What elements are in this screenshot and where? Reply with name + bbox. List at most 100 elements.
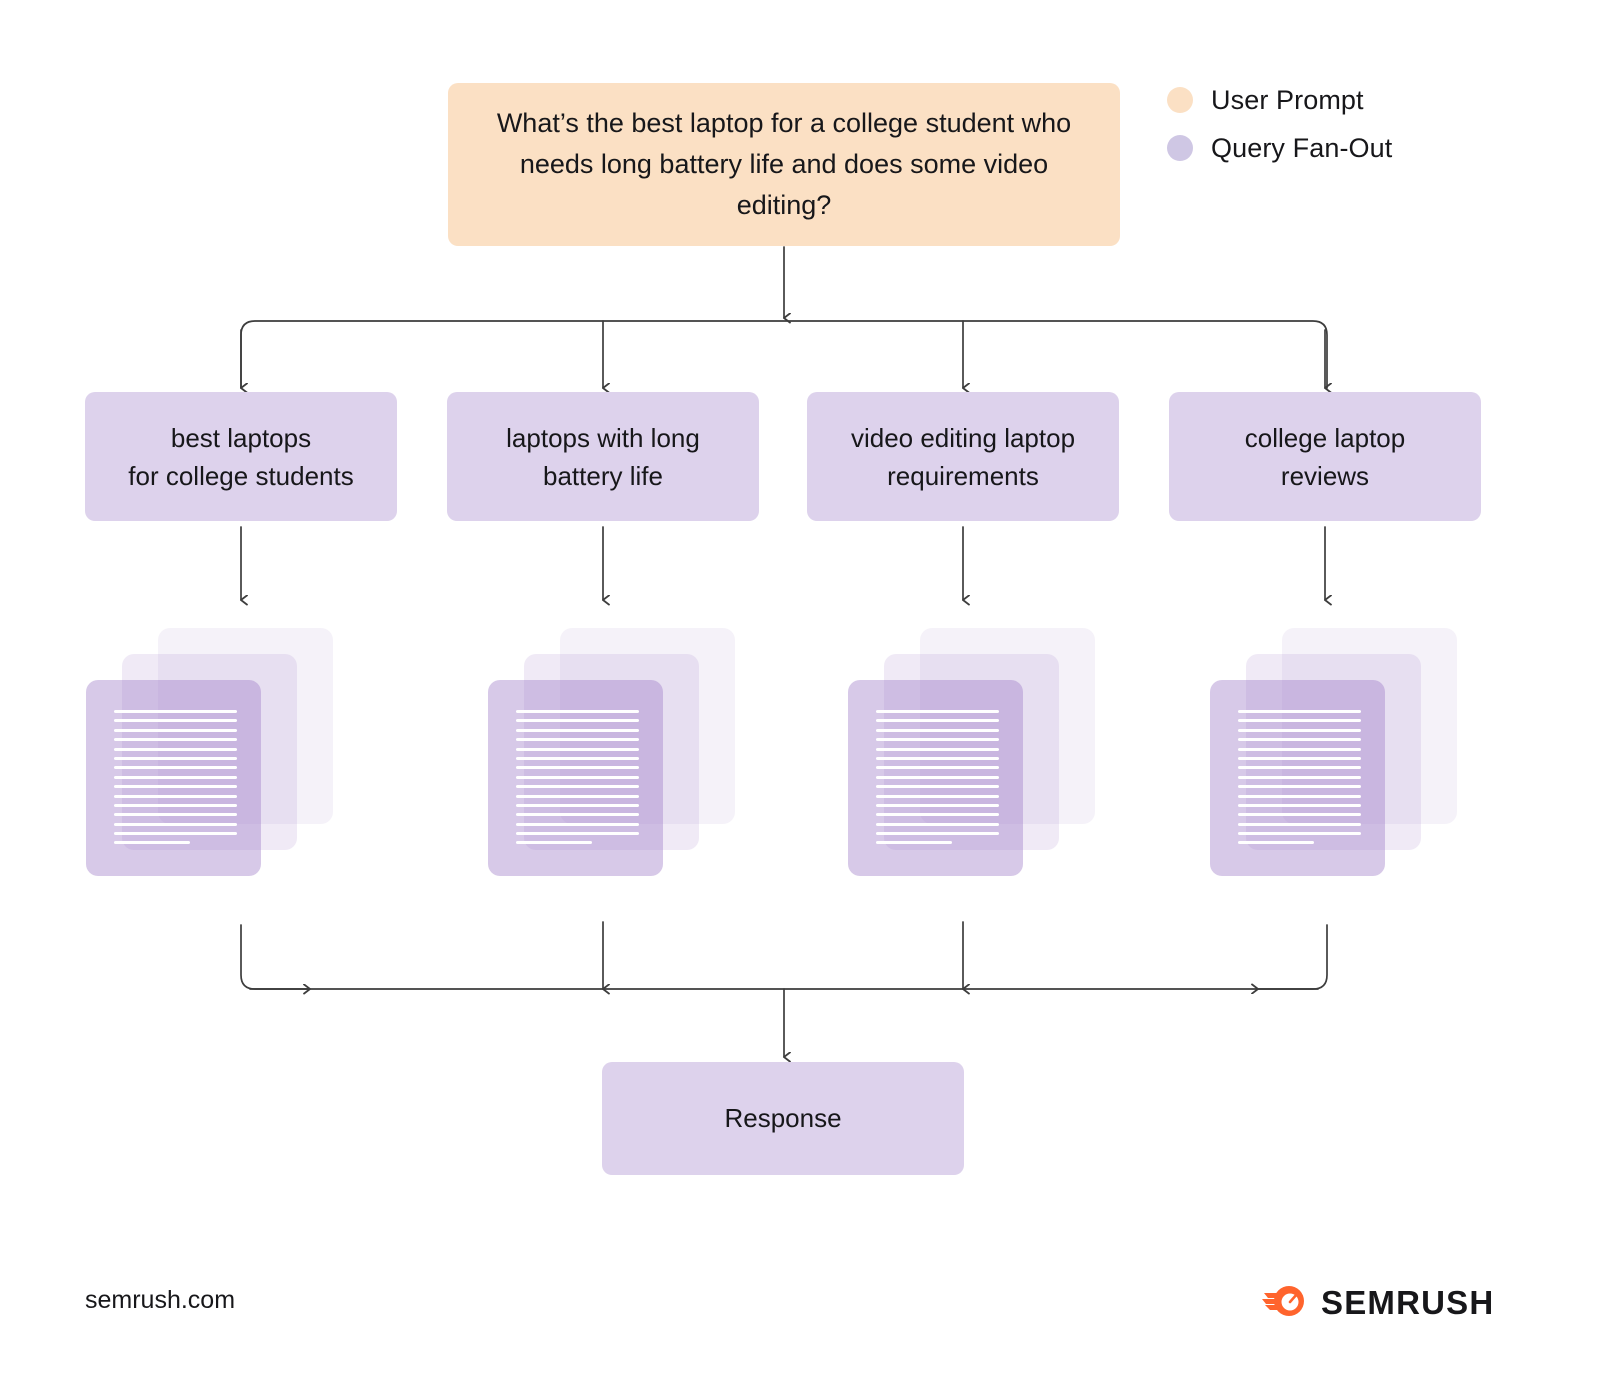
document-text-line [876, 756, 999, 760]
document-text-line [876, 813, 999, 817]
document-text-lines [1238, 710, 1361, 845]
document-text-line [114, 775, 237, 779]
document-text-line [516, 766, 639, 770]
document-stack-icon-2 [488, 628, 744, 888]
document-text-line [516, 785, 639, 789]
document-text-line [114, 785, 237, 789]
document-text-line [876, 738, 999, 742]
document-text-line [876, 719, 999, 723]
document-text-line [1238, 738, 1361, 742]
document-text-line [114, 719, 237, 723]
document-text-line [1238, 710, 1361, 713]
document-sheet-back [158, 628, 333, 824]
document-sheet-back [920, 628, 1095, 824]
document-sheet-front [848, 680, 1023, 876]
converge-bus-bottom [240, 924, 1328, 990]
legend-label-query-fanout: Query Fan-Out [1211, 132, 1393, 163]
response-node-label: Response [724, 1103, 842, 1133]
fanout-bus-top [240, 320, 1328, 389]
document-text-line [114, 813, 237, 817]
document-sheet-middle [122, 654, 297, 850]
document-stack-icon-1 [86, 628, 342, 888]
document-text-line [516, 803, 639, 807]
document-text-line [516, 728, 639, 732]
document-text-line [876, 766, 999, 770]
legend-dot-user-prompt [1167, 87, 1193, 113]
document-sheet-back [1282, 628, 1457, 824]
document-text-line [876, 775, 999, 779]
user-prompt-text: What’s the best laptop for a college stu… [496, 108, 1072, 220]
document-sheet-front [488, 680, 663, 876]
legend-dot-query-fanout [1167, 135, 1193, 161]
document-sheet-front [1210, 680, 1385, 876]
document-text-line [876, 794, 999, 798]
document-text-line [114, 756, 237, 760]
document-text-line [1238, 822, 1361, 826]
document-text-line [1238, 785, 1361, 789]
document-stack-icon-4 [1210, 628, 1466, 888]
document-text-line [114, 803, 237, 807]
document-text-line [516, 822, 639, 826]
document-text-line [516, 841, 593, 845]
document-text-line [516, 710, 639, 713]
document-text-line [1238, 841, 1315, 845]
document-text-line [876, 803, 999, 807]
document-text-line [1238, 832, 1361, 836]
document-text-line [1238, 747, 1361, 751]
document-sheet-middle [524, 654, 699, 850]
document-stack-icon-3 [848, 628, 1104, 888]
document-text-line [114, 832, 237, 836]
document-text-line [876, 822, 999, 826]
document-sheet-middle [1246, 654, 1421, 850]
document-sheet-middle [884, 654, 1059, 850]
document-text-line [876, 728, 999, 732]
document-text-line [114, 728, 237, 732]
document-text-line [516, 738, 639, 742]
document-text-line [516, 794, 639, 798]
document-text-lines [114, 710, 237, 845]
document-text-line [1238, 719, 1361, 723]
document-text-line [114, 822, 237, 826]
document-text-line [1238, 728, 1361, 732]
semrush-comet-icon [1262, 1283, 1308, 1322]
legend-item-user-prompt: User Prompt [1167, 83, 1392, 117]
legend-item-query-fanout: Query Fan-Out [1167, 131, 1392, 165]
document-text-line [876, 747, 999, 751]
document-text-line [876, 841, 953, 845]
response-node: Response [602, 1062, 964, 1175]
legend-label-user-prompt: User Prompt [1211, 84, 1364, 115]
document-text-lines [516, 710, 639, 845]
document-text-line [114, 710, 237, 713]
footer-domain-text: semrush.com [85, 1286, 236, 1314]
document-text-line [876, 832, 999, 836]
document-text-line [114, 794, 237, 798]
document-text-line [114, 747, 237, 751]
legend: User Prompt Query Fan-Out [1167, 83, 1392, 165]
document-text-line [1238, 803, 1361, 807]
document-text-line [516, 747, 639, 751]
document-text-line [1238, 766, 1361, 770]
user-prompt-node: What’s the best laptop for a college stu… [448, 83, 1120, 246]
document-text-line [1238, 794, 1361, 798]
document-sheet-back [560, 628, 735, 824]
document-text-line [1238, 756, 1361, 760]
document-text-lines [876, 710, 999, 845]
document-text-line [876, 785, 999, 789]
document-text-line [516, 775, 639, 779]
document-text-line [876, 710, 999, 713]
document-text-line [1238, 775, 1361, 779]
semrush-wordmark: SEMRUSH [1321, 1283, 1495, 1321]
document-text-line [516, 813, 639, 817]
document-text-line [516, 832, 639, 836]
document-text-line [114, 738, 237, 742]
document-text-line [114, 841, 191, 845]
document-text-line [516, 756, 639, 760]
